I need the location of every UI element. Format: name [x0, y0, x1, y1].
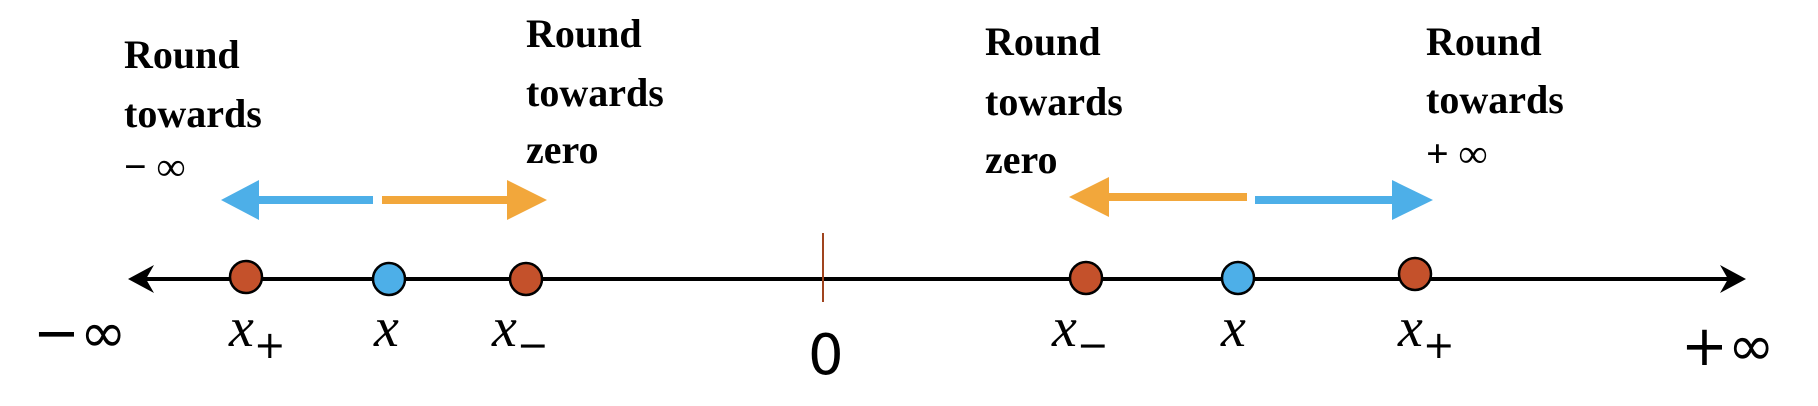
arrow-round-zero-right — [1069, 177, 1247, 217]
label-x-left: x — [373, 297, 399, 359]
point-x-minus-left — [508, 261, 544, 297]
pos-infinity-label: +∞ — [1681, 314, 1775, 379]
zero-label: 0 — [808, 323, 844, 388]
label-x-plus-left: x+ — [228, 297, 286, 367]
caption-round-towards-zero-right: Round towards zero — [985, 19, 1133, 182]
point-x-right — [1220, 260, 1256, 296]
arrow-round-up-right — [1255, 180, 1433, 220]
left-axis-arrowhead — [128, 265, 154, 293]
caption-round-towards-zero-left: Round towards zero — [526, 11, 674, 172]
point-x-minus-right — [1068, 260, 1104, 296]
arrow-round-down-left — [221, 180, 373, 220]
label-x-plus-right: x+ — [1397, 297, 1455, 367]
label-x-right: x — [1220, 297, 1246, 359]
caption-round-towards-pos-inf: Round towards + ∞ — [1426, 19, 1574, 176]
label-x-minus-right: x− — [1051, 297, 1109, 367]
arrow-round-zero-left — [382, 180, 547, 220]
caption-round-towards-neg-inf: Round towards − ∞ — [124, 32, 272, 189]
label-x-minus-left: x− — [491, 297, 549, 367]
right-axis-arrowhead — [1720, 265, 1746, 293]
point-x-left — [371, 261, 407, 297]
point-x-plus-left — [228, 259, 264, 295]
point-x-plus-right — [1397, 256, 1433, 292]
neg-infinity-label: −∞ — [33, 301, 127, 366]
